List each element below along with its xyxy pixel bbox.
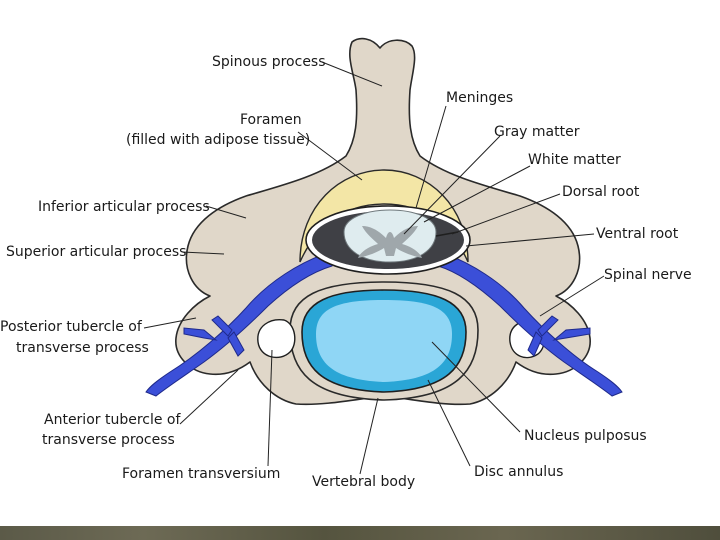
- label-dorsal-root: Dorsal root: [562, 184, 640, 200]
- label-spinous-process: Spinous process: [212, 54, 326, 70]
- spinal-nerve-left: [145, 251, 333, 397]
- spinal-nerve-right-branch-a: [537, 315, 559, 337]
- spinal-nerve-left-branch-a: [211, 315, 233, 337]
- label-foramen-line1: Foramen: [240, 112, 302, 128]
- footer-texture-band: [0, 526, 720, 540]
- label-foramen-transversium: Foramen transversium: [122, 466, 280, 482]
- spinal-nerve-right-branch-c: [527, 331, 543, 357]
- label-inferior-articular-process: Inferior articular process: [38, 199, 210, 215]
- spinal-nerve-right-branch-b: [552, 327, 591, 341]
- label-anterior-tubercle-line2: transverse process: [42, 432, 175, 448]
- leader-lines: [143, 61, 605, 475]
- spinal-cord-gray-matter: [358, 226, 422, 258]
- foramen-transversium-left: [257, 319, 296, 359]
- label-ventral-root: Ventral root: [596, 226, 679, 242]
- label-disc-annulus: Disc annulus: [474, 464, 563, 480]
- label-white-matter: White matter: [528, 152, 621, 168]
- label-gray-matter: Gray matter: [494, 124, 580, 140]
- label-posterior-tubercle-line2: transverse process: [16, 340, 149, 356]
- label-superior-articular-process: Superior articular process: [6, 244, 186, 260]
- label-foramen-line2: (filled with adipose tissue): [126, 132, 310, 148]
- label-posterior-tubercle-line1: Posterior tubercle of: [0, 319, 143, 335]
- label-spinal-nerve: Spinal nerve: [604, 267, 692, 283]
- label-nucleus-pulposus: Nucleus pulposus: [524, 428, 647, 444]
- nucleus-pulposus-shape: [316, 300, 452, 382]
- label-anterior-tubercle-line1: Anterior tubercle of: [44, 412, 181, 428]
- label-meninges: Meninges: [446, 90, 513, 106]
- spinal-nerve-right: [437, 251, 623, 397]
- spinal-nerve-left-branch-c: [227, 331, 245, 357]
- label-vertebral-body: Vertebral body: [312, 474, 415, 490]
- spinal-nerve-left-branch-b: [183, 327, 218, 341]
